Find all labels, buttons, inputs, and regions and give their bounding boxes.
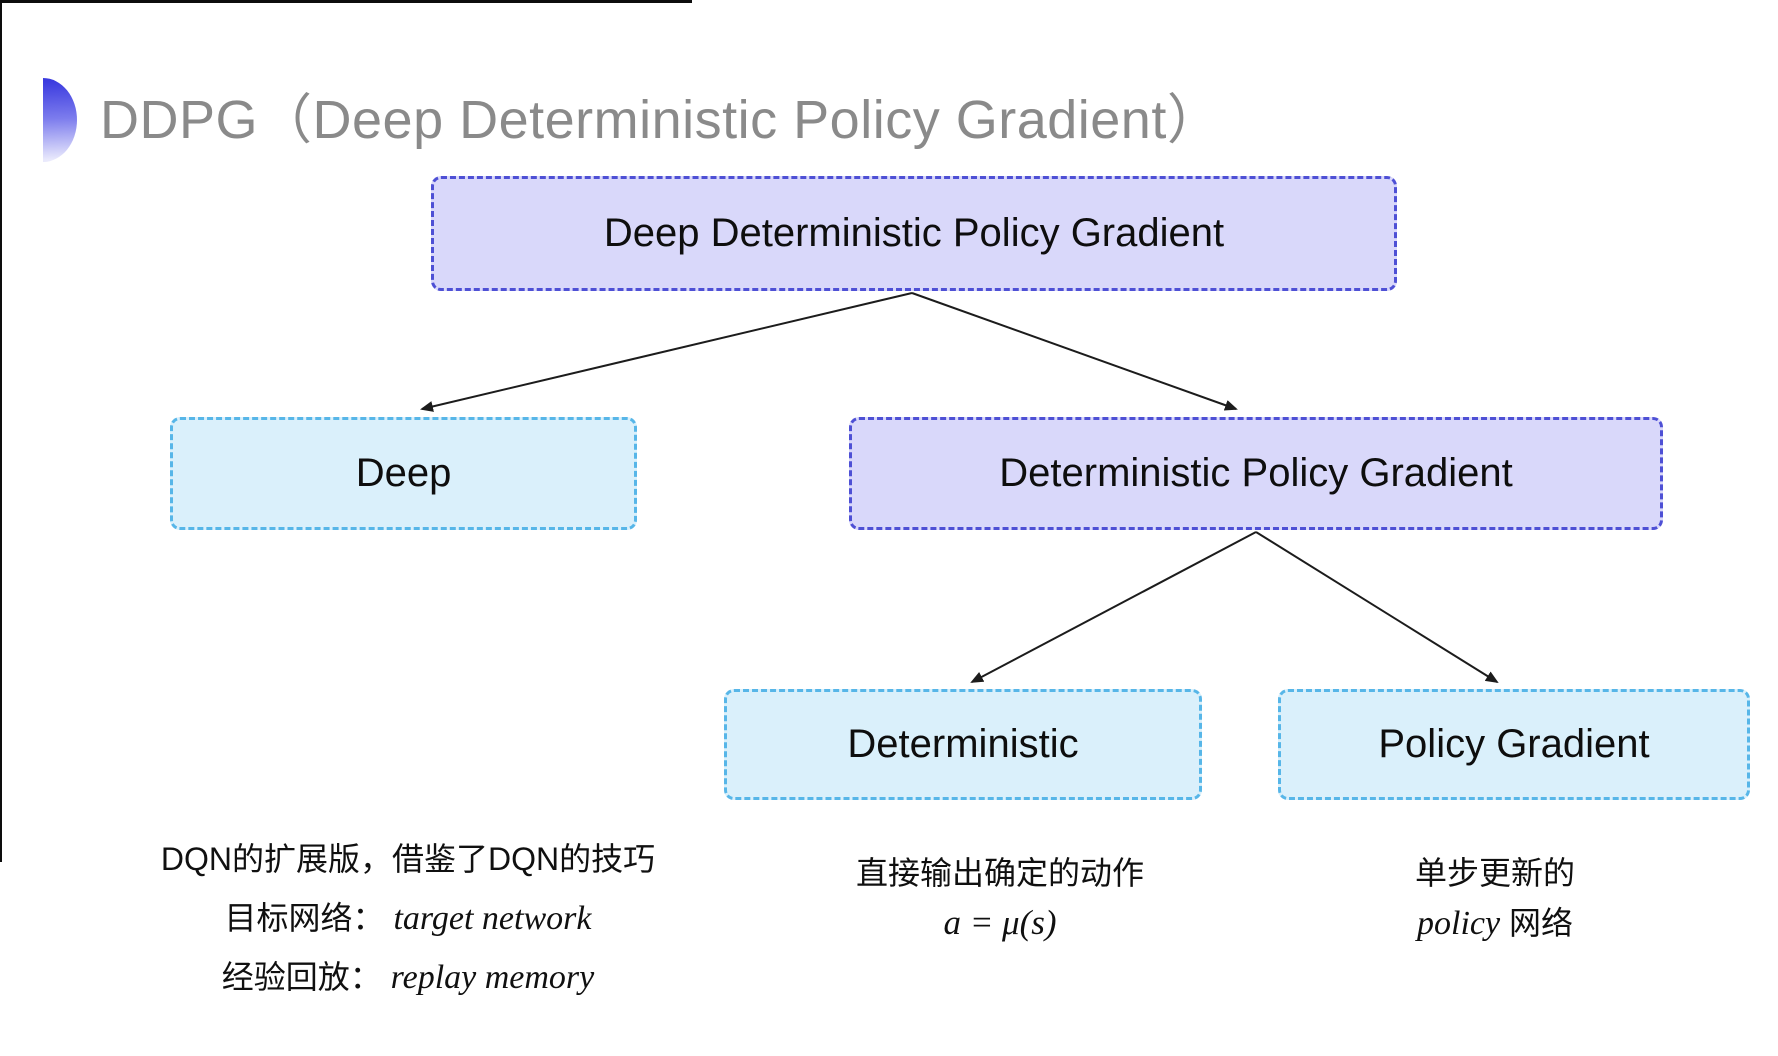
node-deep: Deep (170, 417, 637, 530)
note-target-network-value: target network (393, 900, 592, 937)
notes-deterministic: 直接输出确定的动作 a = μ(s) (815, 848, 1185, 948)
note-target-network: 目标网络： target network (118, 889, 698, 948)
node-deterministic: Deterministic (724, 689, 1202, 800)
node-deterministic-policy-gradient: Deterministic Policy Gradient (849, 417, 1663, 530)
node-label: Deterministic Policy Gradient (999, 451, 1513, 495)
note-target-network-label: 目标网络： (224, 900, 385, 936)
title-bullet-icon (43, 78, 77, 162)
arrow-root-to-deep (420, 292, 913, 412)
notes-deep: DQN的扩展版，借鉴了DQN的技巧 目标网络： target network 经… (118, 830, 698, 1007)
node-label: Deterministic (847, 722, 1079, 766)
page-title: DDPG（Deep Deterministic Policy Gradient） (100, 90, 1222, 150)
screen-edge-artifact-left (0, 0, 2, 862)
node-deep-deterministic-policy-gradient: Deep Deterministic Policy Gradient (431, 176, 1397, 291)
arrow-dpg-to-policy-gradient (1255, 531, 1499, 684)
note-network-word: 网络 (1500, 905, 1573, 941)
node-policy-gradient: Policy Gradient (1278, 689, 1750, 800)
screen-edge-artifact-top (0, 0, 692, 3)
notes-policy-gradient: 单步更新的 policy 网络 (1330, 848, 1660, 949)
note-replay-memory-value: replay memory (390, 959, 595, 996)
note-replay-memory-label: 经验回放： (221, 959, 382, 995)
arrow-dpg-to-deterministic (970, 531, 1257, 683)
note-policy-network: policy 网络 (1330, 898, 1660, 949)
note-deterministic-action: 直接输出确定的动作 (855, 855, 1144, 891)
node-label: Deep (355, 451, 452, 495)
note-dqn-extension: DQN的扩展版，借鉴了DQN的技巧 (160, 841, 656, 877)
note-single-step: 单步更新的 (1414, 855, 1575, 891)
node-label: Deep Deterministic Policy Gradient (603, 211, 1225, 255)
arrow-root-to-dpg (911, 292, 1238, 411)
note-formula: a = μ(s) (943, 903, 1057, 942)
note-policy-word: policy (1417, 905, 1501, 942)
note-replay-memory: 经验回放： replay memory (118, 948, 698, 1007)
node-label: Policy Gradient (1378, 722, 1650, 766)
